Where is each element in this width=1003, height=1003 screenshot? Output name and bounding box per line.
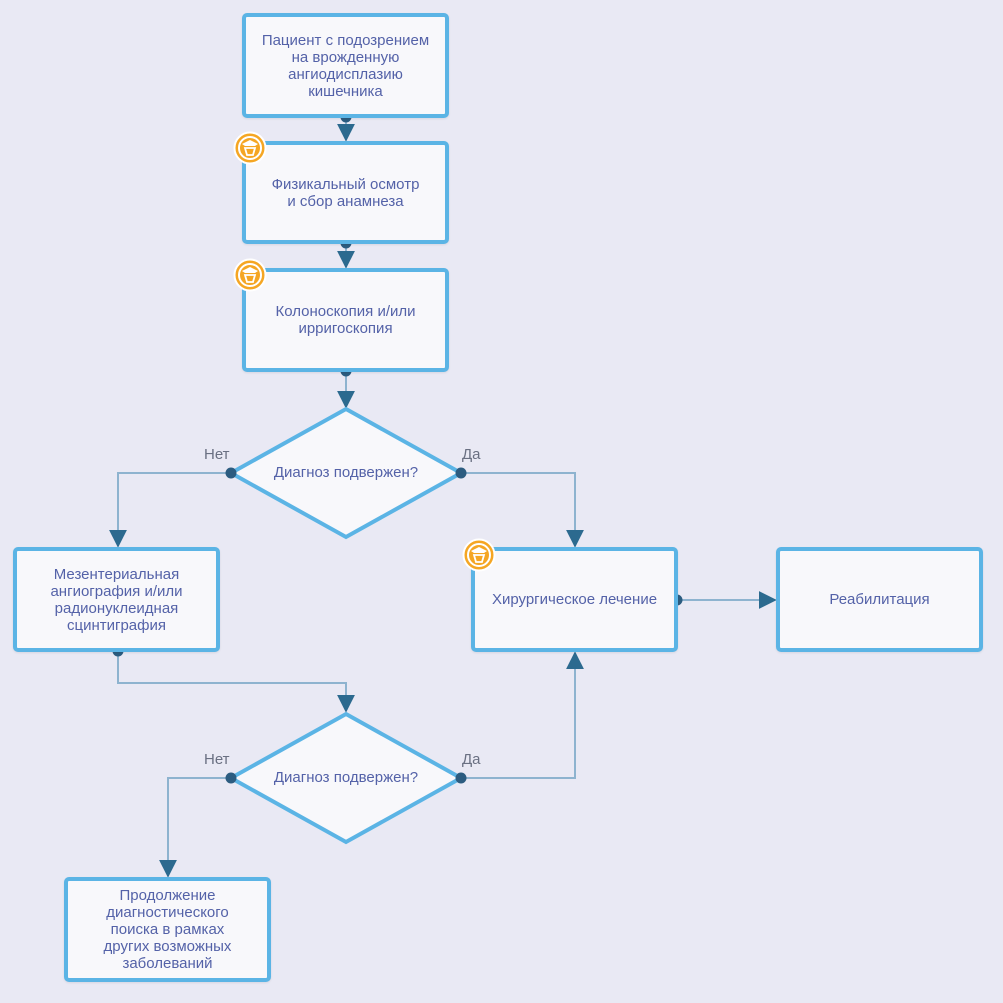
- node-exam-label: Физикальный осмотр и сбор анамнеза: [271, 175, 420, 210]
- node-colonoscopy-label: Колоноскопия и/или ирригоскопия: [275, 303, 416, 337]
- connector-decision1-no: [109, 472, 231, 548]
- decision1-yes-label: Да: [462, 446, 481, 463]
- node-start-label: Пациент с подозрением на врожденную анги…: [261, 31, 430, 100]
- connector-dot: [225, 772, 237, 784]
- node-surgery-label: Хирургическое лечение: [491, 591, 658, 608]
- doctor-badge-icon: [462, 538, 496, 572]
- connector-decision1-yes: [461, 472, 584, 548]
- node-colonoscopy[interactable]: Колоноскопия и/или ирригоскопия: [242, 268, 449, 372]
- connector-dot: [455, 467, 467, 479]
- node-surgery[interactable]: Хирургическое лечение: [471, 547, 678, 652]
- node-rehab-label: Реабилитация: [829, 591, 930, 608]
- connector-decision2-yes: [461, 651, 584, 779]
- node-angiography[interactable]: Мезентериальная ангиография и/или радион…: [13, 547, 220, 652]
- node-rehab[interactable]: Реабилитация: [776, 547, 983, 652]
- doctor-badge-icon: [233, 131, 267, 165]
- node-continue-label: Продолжение диагностического поиска в ра…: [103, 887, 232, 972]
- decision1-label[interactable]: Диагноз подвержен?: [273, 464, 419, 481]
- decision1-no-label: Нет: [204, 446, 230, 463]
- decision2-yes-label: Да: [462, 751, 481, 768]
- decision2-label[interactable]: Диагноз подвержен?: [273, 769, 419, 786]
- node-angiography-label: Мезентериальная ангиография и/или радион…: [50, 565, 183, 634]
- decision2-no-label: Нет: [204, 751, 230, 768]
- doctor-badge-icon: [233, 258, 267, 292]
- connector-decision2-no: [159, 777, 231, 878]
- node-start[interactable]: Пациент с подозрением на врожденную анги…: [242, 13, 449, 118]
- node-exam[interactable]: Физикальный осмотр и сбор анамнеза: [242, 141, 449, 244]
- connector-dot: [455, 772, 467, 784]
- node-continue[interactable]: Продолжение диагностического поиска в ра…: [64, 877, 271, 982]
- decision-diamond-1: [226, 406, 466, 540]
- decision-diamond-2: [226, 711, 466, 845]
- connector-angiography-decision2: [117, 651, 355, 713]
- connector-dot: [225, 467, 237, 479]
